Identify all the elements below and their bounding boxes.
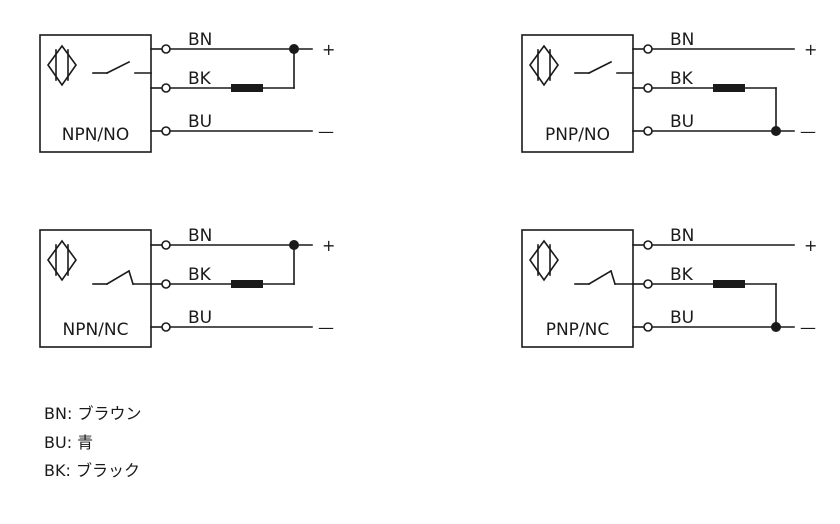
wire-bn (632, 240, 795, 250)
plus-terminal: + (322, 236, 335, 255)
diagram-npn-nc (39, 229, 313, 348)
minus-terminal: — (800, 122, 816, 141)
sensor-type-label: PNP/NC (546, 320, 610, 340)
nc-switch-icon (574, 269, 634, 286)
sensor-symbol-icon (529, 239, 559, 282)
legend-meaning: ブラウン (77, 404, 142, 423)
wire-label-bn: BN (670, 30, 694, 50)
wire-bu (150, 126, 313, 136)
wire-label-bu: BU (670, 112, 694, 132)
load-resistor (713, 84, 745, 92)
junction-dot (771, 126, 781, 136)
sensor-type-label: NPN/NO (62, 125, 130, 145)
sensor-box (521, 229, 634, 348)
legend-code: BU: (44, 432, 73, 452)
plus-terminal: + (322, 40, 335, 59)
junction-dot (771, 322, 781, 332)
wire-bn (632, 44, 795, 54)
plus-terminal: + (804, 40, 817, 59)
sensor-symbol-icon (47, 239, 77, 282)
wire-bu (632, 322, 795, 332)
wire-bn (150, 240, 313, 250)
junction-dot (289, 240, 299, 250)
wire-label-bu: BU (670, 308, 694, 328)
load-resistor (231, 84, 263, 92)
wire-label-bn: BN (188, 30, 212, 50)
wire-bk (150, 48, 295, 93)
wire-label-bn: BN (188, 226, 212, 246)
sensor-type-label: NPN/NC (63, 320, 129, 340)
minus-terminal: — (318, 122, 334, 141)
sensor-type-label: PNP/NO (545, 125, 610, 145)
wire-bn (150, 44, 313, 54)
wire-color-legend: BN: ブラウン BU: 青 BK: ブラック (44, 400, 141, 486)
wire-bu (632, 126, 795, 136)
plus-terminal: + (804, 236, 817, 255)
sensor-box (521, 34, 634, 153)
diagram-pnp-no (521, 34, 795, 153)
sensor-box (39, 229, 152, 348)
legend-row-bu: BU: 青 (44, 429, 141, 458)
wire-label-bu: BU (188, 112, 212, 132)
junction-dot (289, 44, 299, 54)
wire-label-bk: BK (670, 265, 694, 285)
legend-meaning: ブラック (75, 461, 140, 480)
legend-row-bk: BK: ブラック (44, 457, 141, 486)
wire-label-bu: BU (188, 308, 212, 328)
load-resistor (713, 280, 745, 288)
wire-bk (632, 279, 777, 328)
legend-code: BK: (44, 461, 71, 480)
legend-row-bn: BN: ブラウン (44, 400, 141, 429)
nc-switch-icon (92, 269, 152, 286)
legend-meaning: 青 (77, 432, 94, 452)
wire-label-bk: BK (188, 265, 212, 285)
no-switch-icon (92, 60, 152, 75)
minus-terminal: — (318, 318, 334, 337)
sensor-symbol-icon (529, 44, 559, 87)
sensor-box (39, 34, 152, 153)
diagram-pnp-nc (521, 229, 795, 348)
wire-bk (632, 83, 777, 132)
wire-label-bk: BK (670, 69, 694, 89)
diagram-npn-no (39, 34, 313, 153)
no-switch-icon (574, 60, 634, 75)
sensor-symbol-icon (47, 44, 77, 87)
wire-bk (150, 244, 295, 289)
legend-code: BN: (44, 404, 73, 423)
wire-bu (150, 322, 313, 332)
load-resistor (231, 280, 263, 288)
wire-label-bn: BN (670, 226, 694, 246)
minus-terminal: — (800, 318, 816, 337)
wire-label-bk: BK (188, 69, 212, 89)
